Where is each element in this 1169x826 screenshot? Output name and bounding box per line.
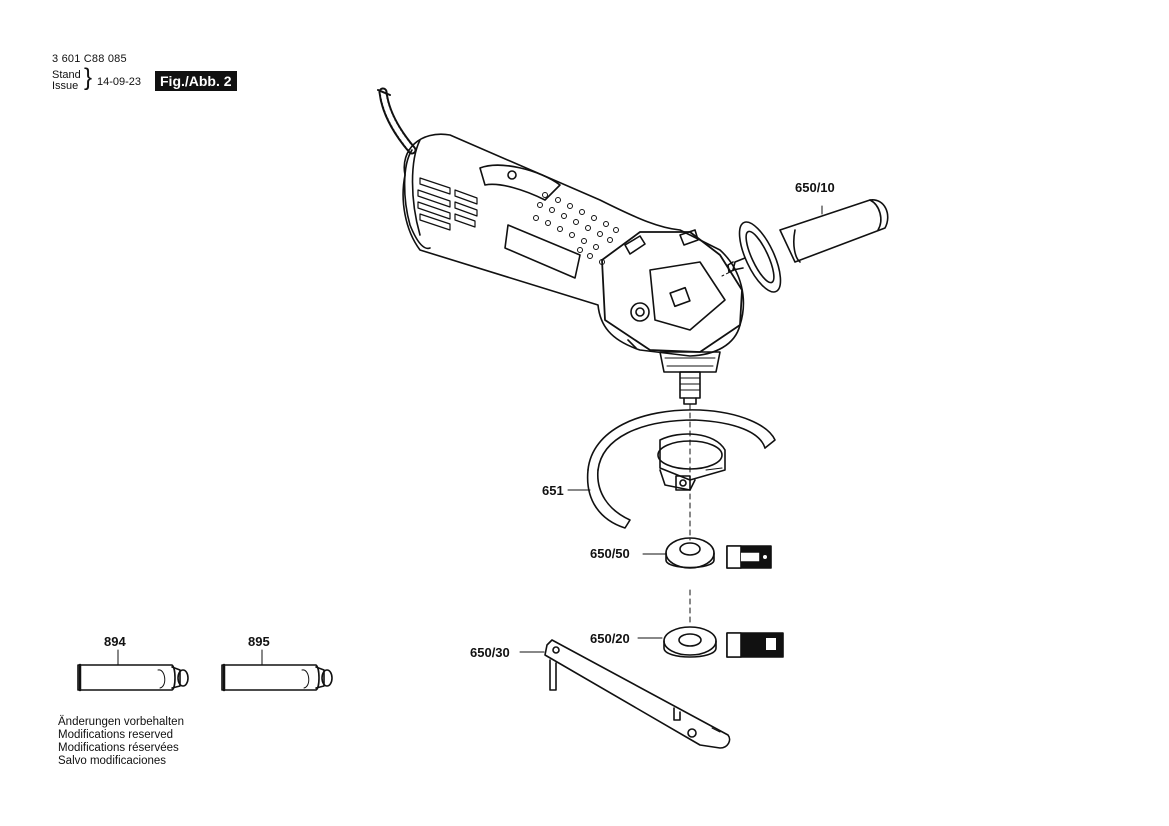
label-pin-wrench: 650/30 bbox=[470, 645, 510, 660]
note-line: Modifications reserved bbox=[58, 729, 174, 741]
figure-label: Fig./Abb. 2 bbox=[155, 71, 237, 91]
issue-date: 14-09-23 bbox=[97, 76, 142, 88]
flange-profile-icon bbox=[726, 632, 784, 658]
label-side-handle: 650/10 bbox=[795, 180, 835, 195]
note-line: Änderungen vorbehalten bbox=[58, 716, 184, 728]
label-clamping-nut: 650/50 bbox=[590, 546, 630, 561]
grease-tube-894 bbox=[77, 649, 189, 692]
issue-label: Issue bbox=[52, 80, 79, 92]
mounting-flange bbox=[637, 626, 717, 658]
label-mounting-flange: 650/20 bbox=[590, 631, 630, 646]
modification-notes: Änderungen vorbehalten Modifications res… bbox=[58, 716, 184, 768]
note-line: Modifications réservées bbox=[58, 742, 179, 754]
stand-label: Stand bbox=[52, 69, 81, 81]
label-tube-894: 894 bbox=[104, 634, 126, 649]
nut-profile-icon bbox=[726, 545, 772, 569]
brace-glyph: } bbox=[84, 64, 93, 91]
pin-wrench bbox=[519, 639, 731, 749]
stand-issue-label: Stand Issue bbox=[52, 70, 81, 92]
power-cord bbox=[377, 87, 417, 155]
label-tube-895: 895 bbox=[248, 634, 270, 649]
protection-guard bbox=[586, 409, 776, 529]
side-handle bbox=[721, 199, 889, 293]
angle-grinder-body bbox=[402, 133, 745, 405]
grease-tube-895 bbox=[221, 649, 333, 692]
clamping-nut bbox=[642, 537, 715, 569]
note-line: Salvo modificaciones bbox=[58, 755, 167, 767]
part-number: 3 601 C88 085 bbox=[52, 53, 127, 65]
label-guard: 651 bbox=[542, 483, 564, 498]
